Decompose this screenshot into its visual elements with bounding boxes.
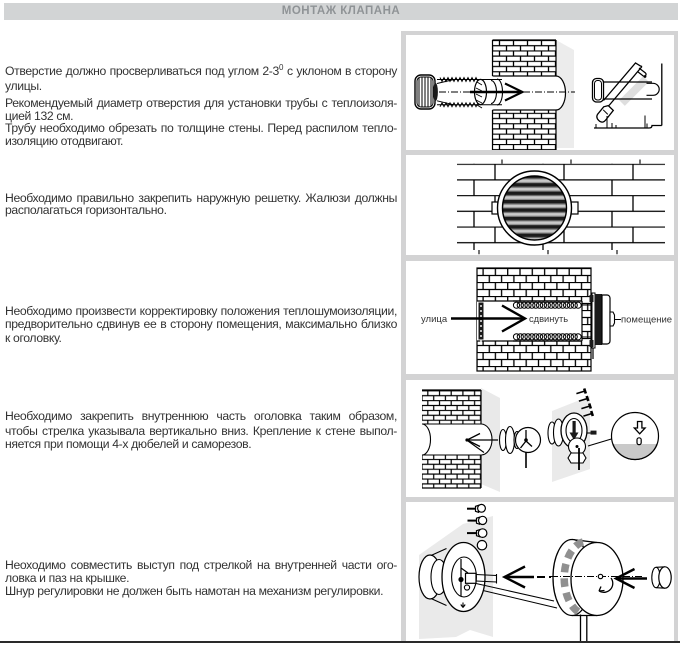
svg-text:помещение: помещение [621,315,672,326]
svg-text:сдвинуть: сдвинуть [529,314,568,324]
svg-text:улица: улица [421,314,448,325]
